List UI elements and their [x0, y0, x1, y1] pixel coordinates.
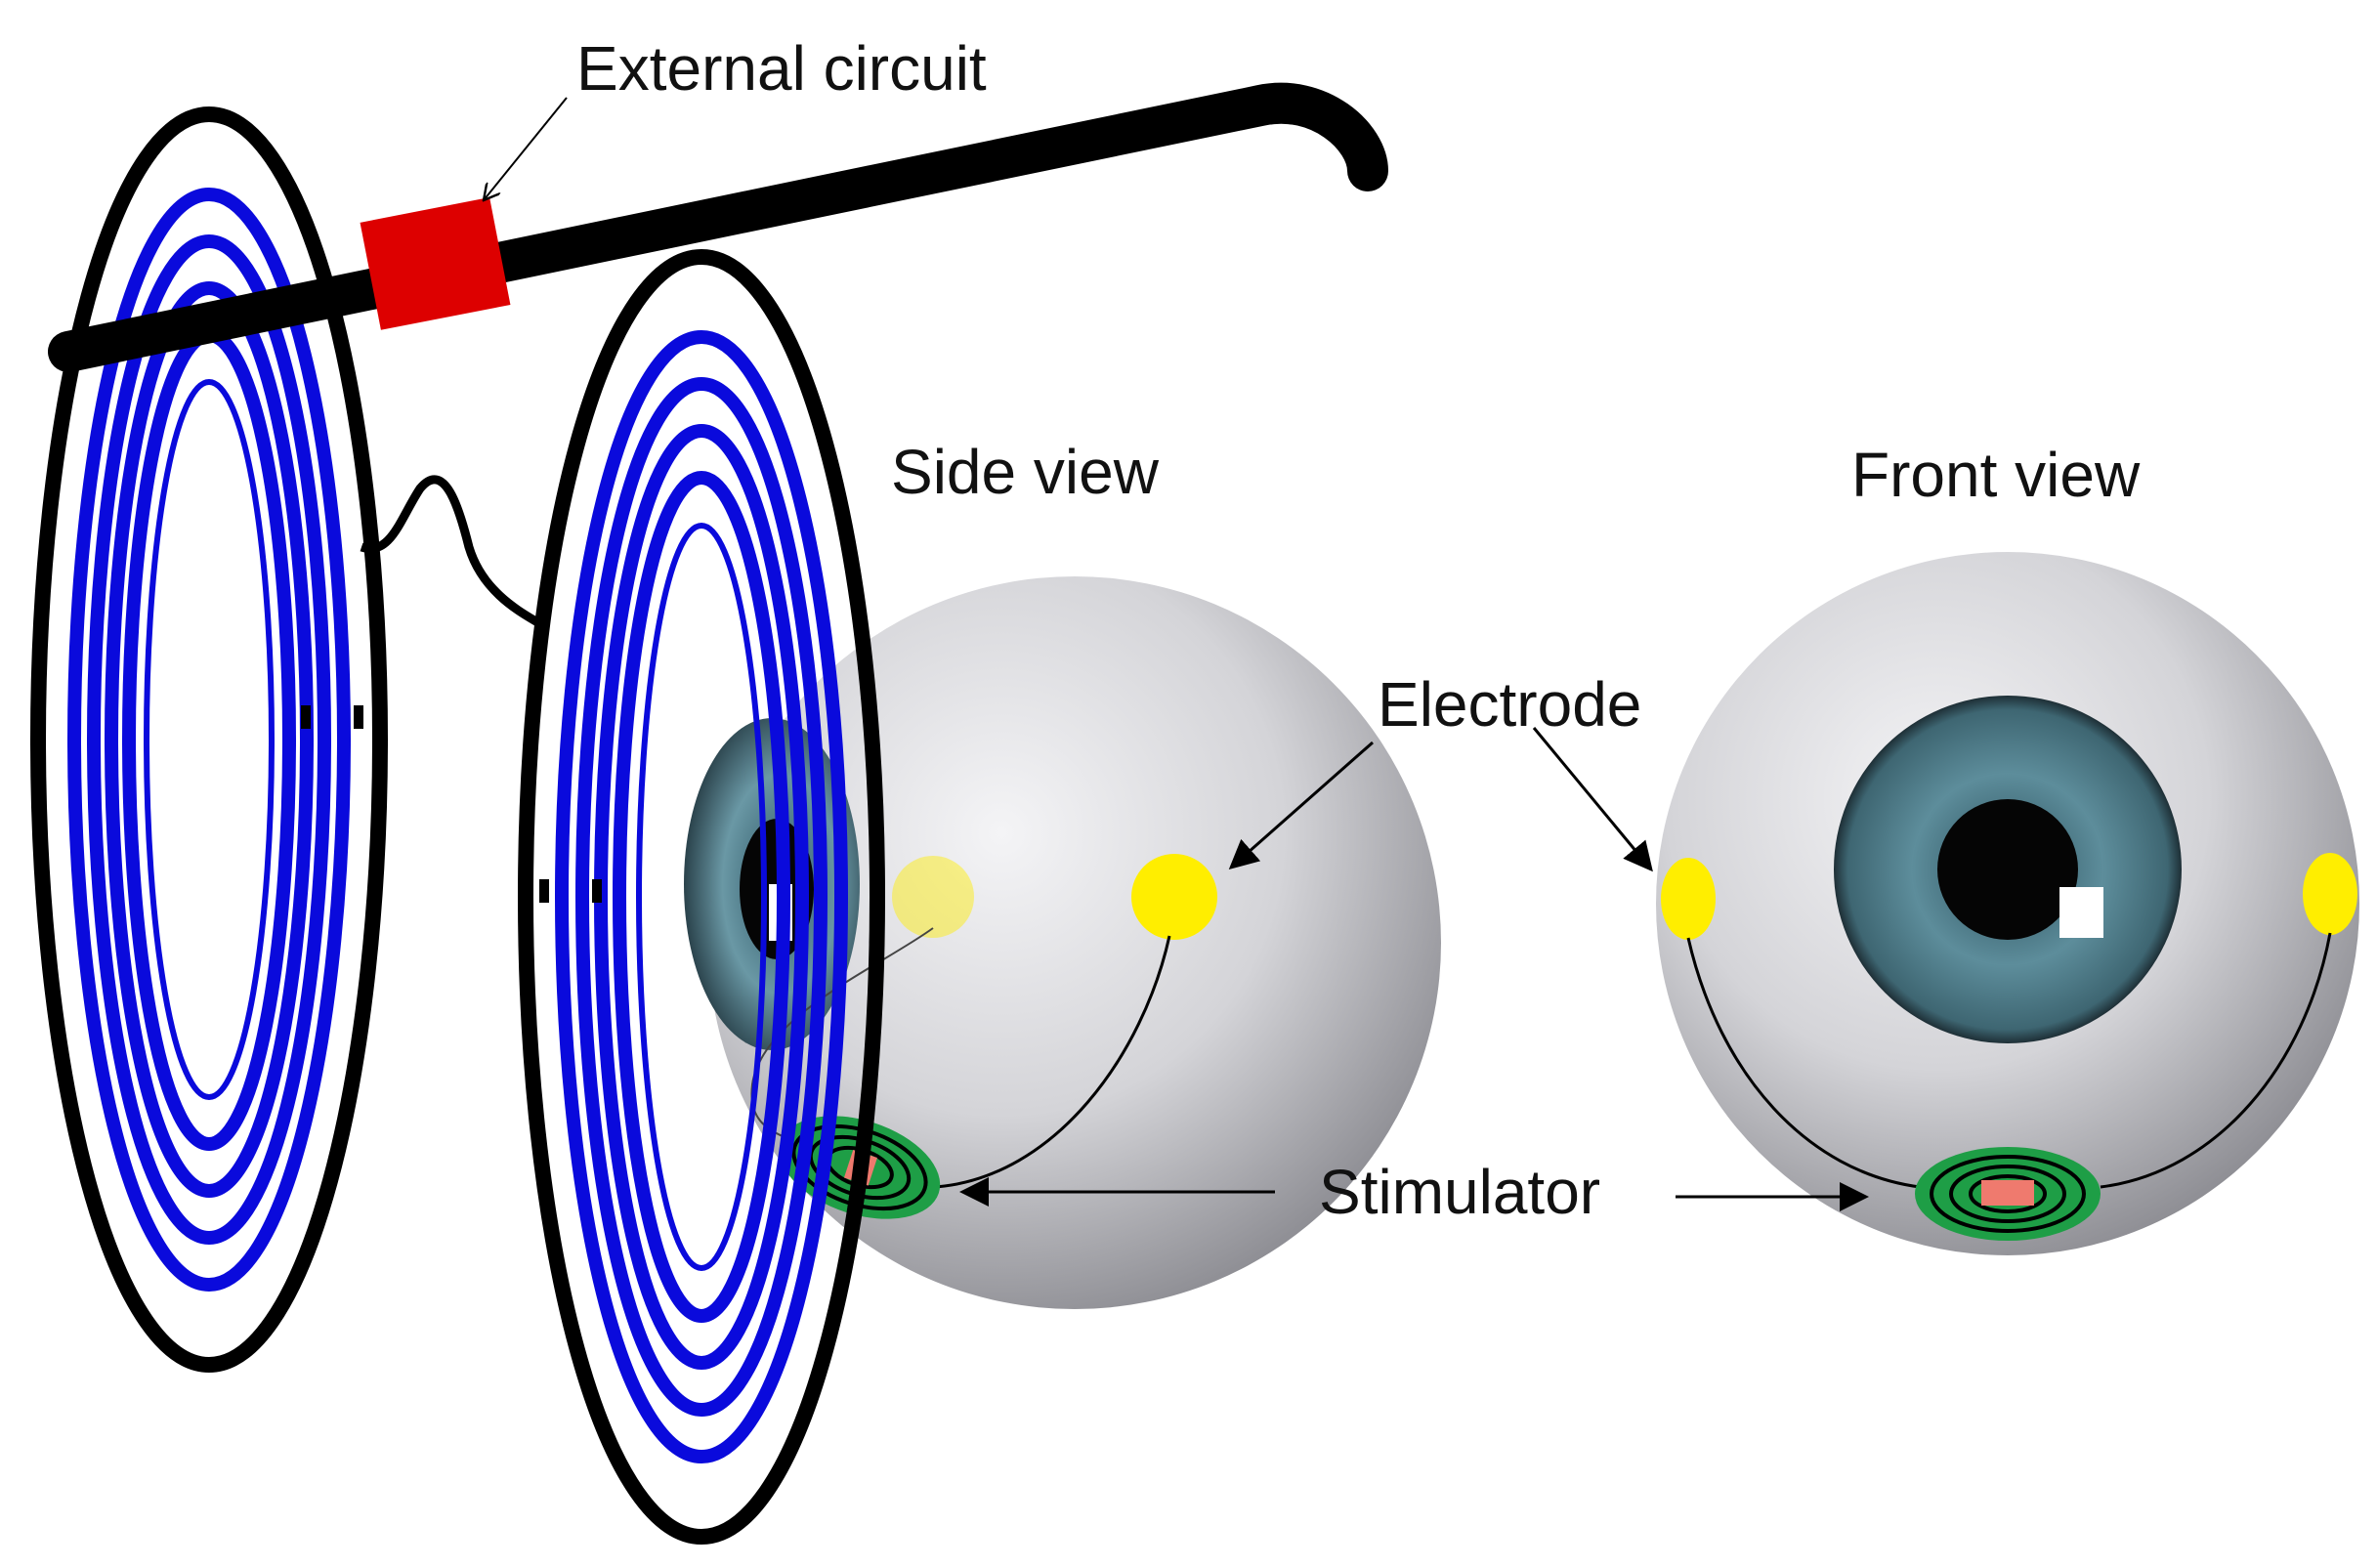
side-electrode-faded	[892, 856, 974, 938]
right-lens-frame	[518, 249, 885, 1545]
left-lens-coil	[67, 188, 351, 1292]
front-eye-highlight	[2059, 887, 2103, 938]
side-view-label: Side view	[891, 437, 1160, 507]
left-coil-terminal	[301, 705, 311, 729]
stimulator-label: Stimulator	[1319, 1157, 1600, 1227]
side-electrode	[1131, 854, 1217, 940]
glasses-temple-arm	[48, 82, 1388, 372]
external-circuit-arrow	[484, 97, 568, 200]
glasses-with-coils-icon	[30, 82, 1388, 1545]
right-lens-coil	[555, 330, 848, 1463]
front-electrode-left	[1661, 858, 1716, 940]
eyeball-front-icon	[1656, 552, 2359, 1255]
left-coil-terminal-2	[354, 705, 363, 729]
right-coil-terminal-2	[592, 879, 602, 903]
electrode-label: Electrode	[1378, 669, 1641, 740]
glasses-bridge	[360, 475, 545, 629]
left-lens-frame	[30, 106, 388, 1373]
front-wire-left	[1686, 937, 1921, 1189]
right-coil-terminal	[539, 879, 549, 903]
front-electrode-right	[2303, 853, 2357, 935]
side-electrode-wire	[935, 935, 1171, 1189]
front-view-label: Front view	[1851, 440, 2141, 510]
electrode-arrow-front	[1532, 727, 1653, 872]
external-circuit-label: External circuit	[576, 33, 987, 104]
front-wire-right	[2100, 932, 2332, 1189]
external-circuit-box	[360, 197, 511, 330]
front-stimulator-icon	[1915, 1147, 2101, 1241]
electrode-arrow-side	[1228, 741, 1374, 869]
front-eye-pupil	[1937, 799, 2078, 940]
side-eye-sclera	[708, 576, 1441, 1309]
